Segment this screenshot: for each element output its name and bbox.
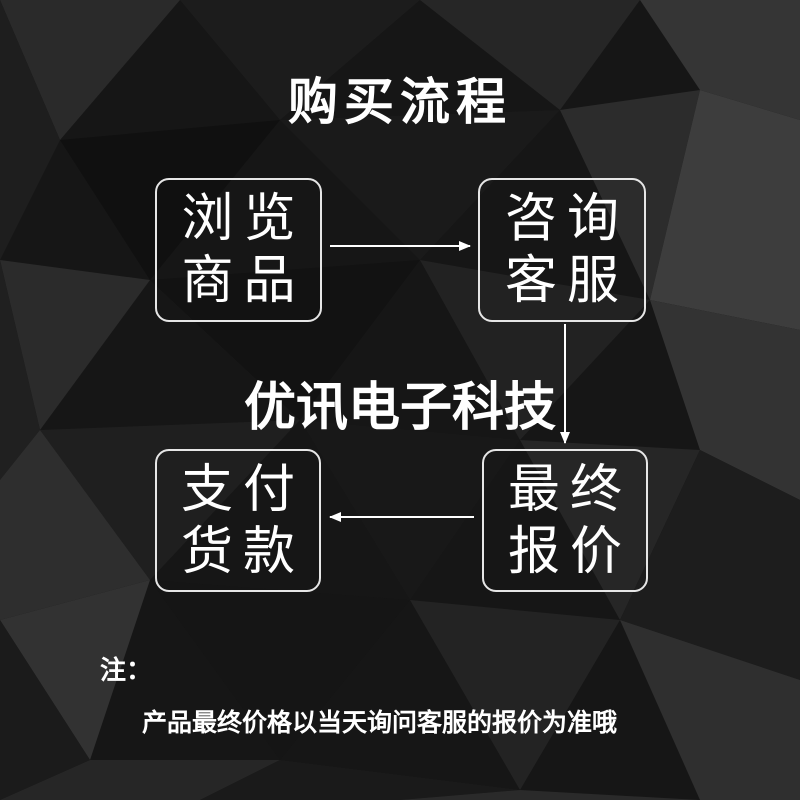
step-consult-line1: 咨询: [504, 189, 629, 249]
company-name: 优讯电子科技: [243, 378, 556, 438]
note-label: 注：: [100, 656, 153, 686]
step-browse-products: 浏览 商品: [155, 178, 322, 322]
step-final-quote: 最终 报价: [482, 449, 648, 592]
note-text: 产品最终价格以当天询问客服的报价为准哦: [142, 708, 618, 737]
page-title: 购买流程: [288, 73, 512, 131]
step-quote-line2: 报价: [507, 521, 632, 582]
step-quote-line1: 最终: [507, 459, 632, 520]
step-consult-line2: 客服: [504, 251, 629, 311]
step-pay-line2: 货款: [180, 521, 305, 582]
step-browse-line2: 商品: [181, 251, 306, 311]
step-pay: 支付 货款: [155, 449, 321, 592]
step-consult-service: 咨询 客服: [478, 178, 646, 322]
step-browse-line1: 浏览: [181, 189, 306, 249]
step-pay-line1: 支付: [180, 459, 305, 520]
